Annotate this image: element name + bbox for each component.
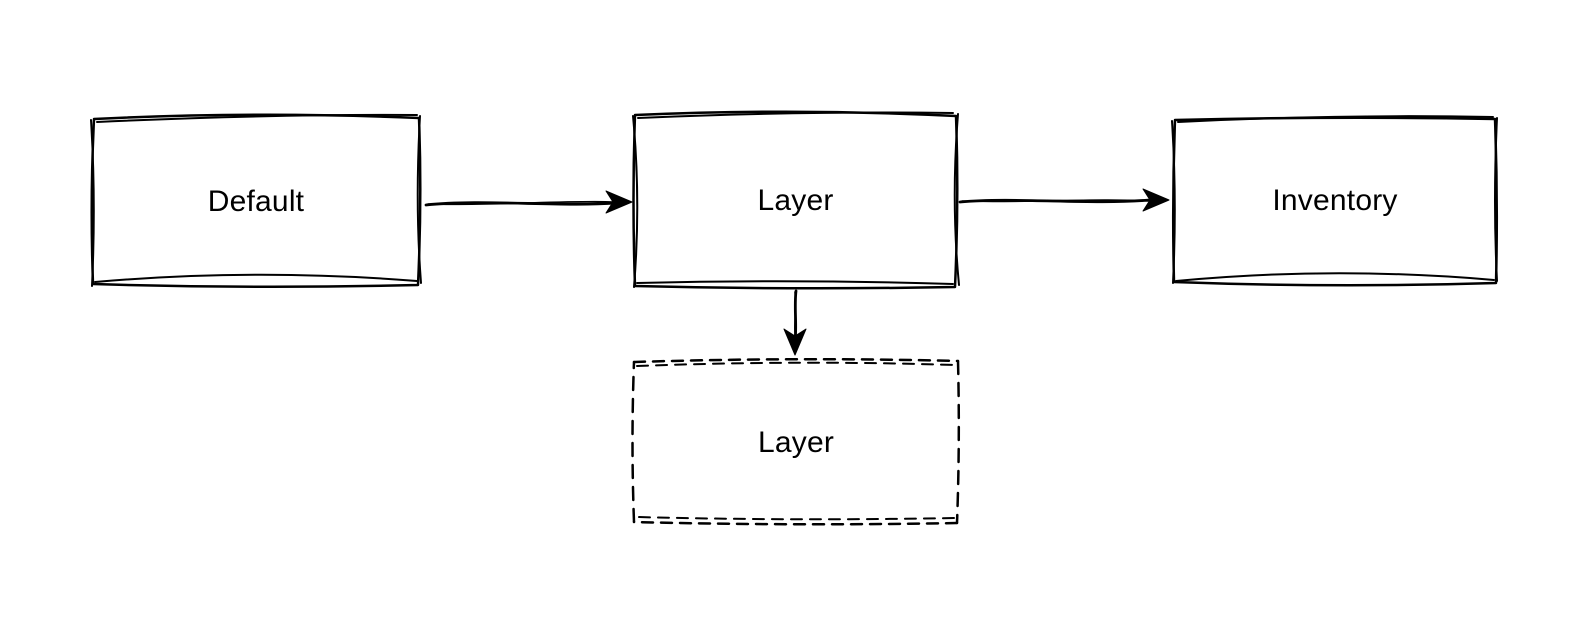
node-layer-dashed-border-left <box>631 360 636 524</box>
node-default-border-overdraw <box>90 113 422 287</box>
node-layer-border <box>632 110 959 290</box>
edge-layer-to-layer-dashed-line-overdraw <box>794 291 797 340</box>
node-layer-dashed[interactable] <box>631 357 961 526</box>
node-layer[interactable] <box>632 110 960 290</box>
edge-layer-to-layer-dashed-arrowhead-icon <box>783 328 807 356</box>
node-layer-border-overdraw <box>632 111 960 288</box>
node-layer-dashed-border-bottom <box>632 520 959 526</box>
node-inventory-border <box>1171 116 1499 287</box>
node-default-border <box>90 113 422 289</box>
node-layer-dashed-border-overdraw <box>636 361 956 521</box>
node-inventory-border-overdraw <box>1171 115 1498 284</box>
edge-layer-to-inventory-line-overdraw <box>961 199 1149 203</box>
edge-layer-to-inventory <box>958 188 1170 212</box>
node-inventory[interactable] <box>1171 115 1499 287</box>
edge-layer-to-inventory-arrowhead-icon <box>1142 188 1170 212</box>
node-layer-dashed-border-right <box>955 359 961 525</box>
node-default[interactable] <box>90 113 422 289</box>
edge-default-to-layer-arrowhead-icon <box>605 190 633 214</box>
node-layer-dashed-border-top <box>632 357 960 364</box>
edge-layer-to-layer-dashed <box>783 289 807 356</box>
edge-default-to-layer-line-overdraw <box>427 200 615 206</box>
edge-default-to-layer <box>424 190 633 214</box>
